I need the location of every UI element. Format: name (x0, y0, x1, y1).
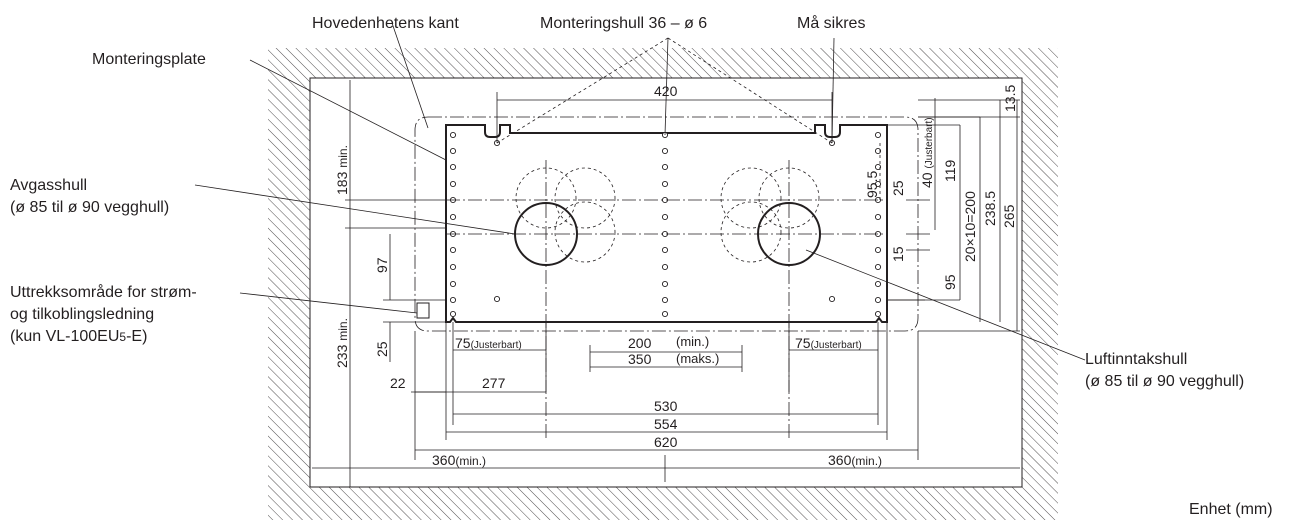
dim-233: 233 min. (334, 318, 350, 368)
dim-277: 277 (482, 375, 506, 391)
callout-exhaust-hole-line1: Avgasshull (10, 177, 87, 194)
callout-air-intake-line1: Luftinntakshull (1085, 351, 1187, 368)
dim-265: 265 (1001, 204, 1017, 228)
dim-620: 620 (654, 434, 678, 450)
callout-mounting-plate: Monteringsplate (92, 51, 206, 68)
dim-360-left: 360(min.) (432, 452, 486, 468)
dim-530: 530 (654, 398, 678, 414)
callout-cable-area-line1: Uttrekksområde for strøm- (10, 283, 197, 301)
dim-13-5: 13.5 (1002, 85, 1018, 112)
callout-must-secure: Må sikres (797, 14, 865, 32)
dim-25-right: 25 (890, 180, 906, 196)
dim-15: 15 (890, 246, 906, 262)
dim-360-right: 360(min.) (828, 452, 882, 468)
dim-25-left: 25 (374, 341, 390, 357)
hole-centerlines (446, 160, 887, 440)
dim-350-note: (maks.) (676, 351, 719, 366)
callout-main-unit-edge: Hovedenhetens kant (312, 15, 459, 32)
callout-cable-area-line3: (kun VL-100EU5-E) (10, 328, 147, 345)
dim-95: 95 (942, 274, 958, 290)
callouts: Hovedenhetens kant Monteringshull 36 – ø… (10, 14, 1273, 518)
dim-75-right: 75(Justerbart) (795, 335, 862, 351)
dim-420: 420 (654, 83, 678, 99)
cable-area-box (416, 302, 430, 319)
dim-22: 22 (390, 375, 406, 391)
leader-lines (194, 22, 1086, 361)
callout-mounting-holes: Monteringshull 36 – ø 6 (540, 15, 707, 32)
mounting-holes (449, 131, 882, 318)
dim-350: 350 (628, 351, 652, 367)
dim-183: 183 min. (334, 145, 350, 195)
main-unit-edge-outline (414, 116, 919, 332)
dim-97: 97 (374, 257, 390, 273)
unit-note: Enhet (mm) (1189, 501, 1273, 518)
dim-200: 200 (628, 335, 652, 351)
dimension-labels: 420 13.5 183 min. 40 (Justerbart) 119 95… (334, 83, 1018, 468)
dim-75-left: 75(Justerbart) (455, 335, 522, 351)
dimension-lines (312, 80, 1020, 487)
callout-air-intake-line2: (ø 85 til ø 90 vegghull) (1085, 373, 1244, 390)
callout-cable-area-line2: og tilkoblingsledning (10, 306, 154, 323)
mounting-holes-right (874, 131, 882, 318)
dim-95-5: 95.5 (864, 171, 880, 198)
dim-20x10: 20×10=200 (962, 191, 978, 262)
air-intake-hole-group (720, 167, 821, 266)
mounting-plate (445, 124, 888, 323)
dim-554: 554 (654, 416, 678, 432)
dim-40: 40 (Justerbart) (919, 117, 935, 188)
securing-holes (493, 139, 836, 303)
callout-exhaust-hole-line2: (ø 85 til ø 90 vegghull) (10, 199, 169, 216)
dim-119: 119 (942, 159, 958, 182)
dim-238-5: 238.5 (982, 191, 998, 226)
air-intake-hole (757, 202, 821, 266)
dim-200-note: (min.) (676, 334, 709, 349)
